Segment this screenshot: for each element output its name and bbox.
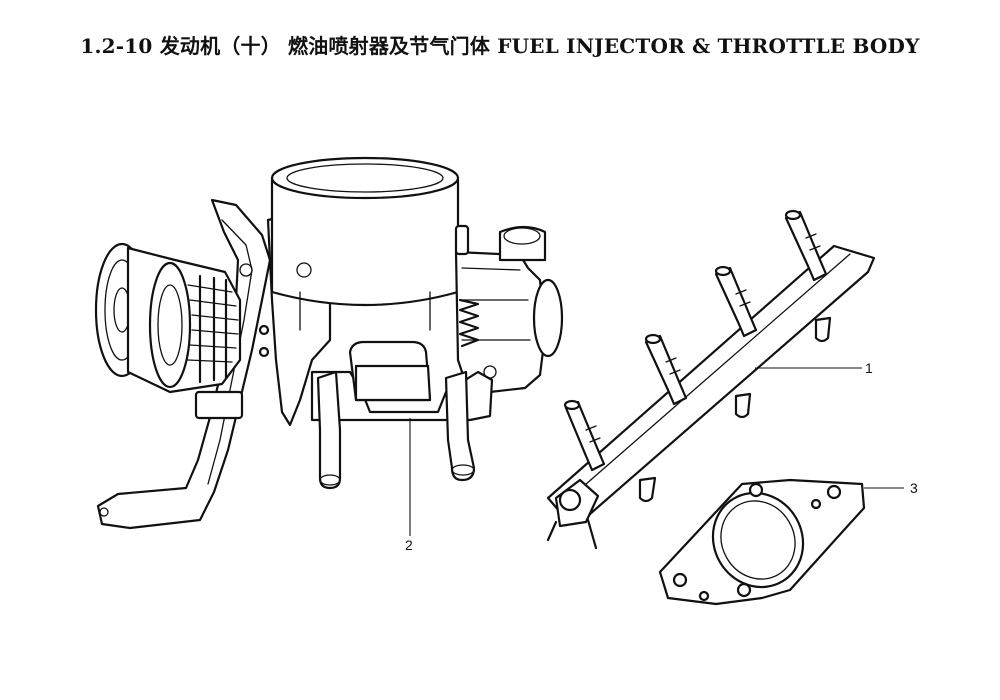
callout-number-1: 1	[865, 360, 873, 376]
throttle-gasket-part	[658, 478, 866, 606]
callout-number-2: 2	[405, 537, 413, 553]
page-title: 1.2-10 发动机（十） 燃油喷射器及节气门体 FUEL INJECTOR &…	[80, 34, 920, 58]
callout-number-3: 3	[910, 480, 918, 496]
throttle-body-part	[94, 156, 564, 530]
fuel-injector-rail-part	[546, 209, 876, 550]
